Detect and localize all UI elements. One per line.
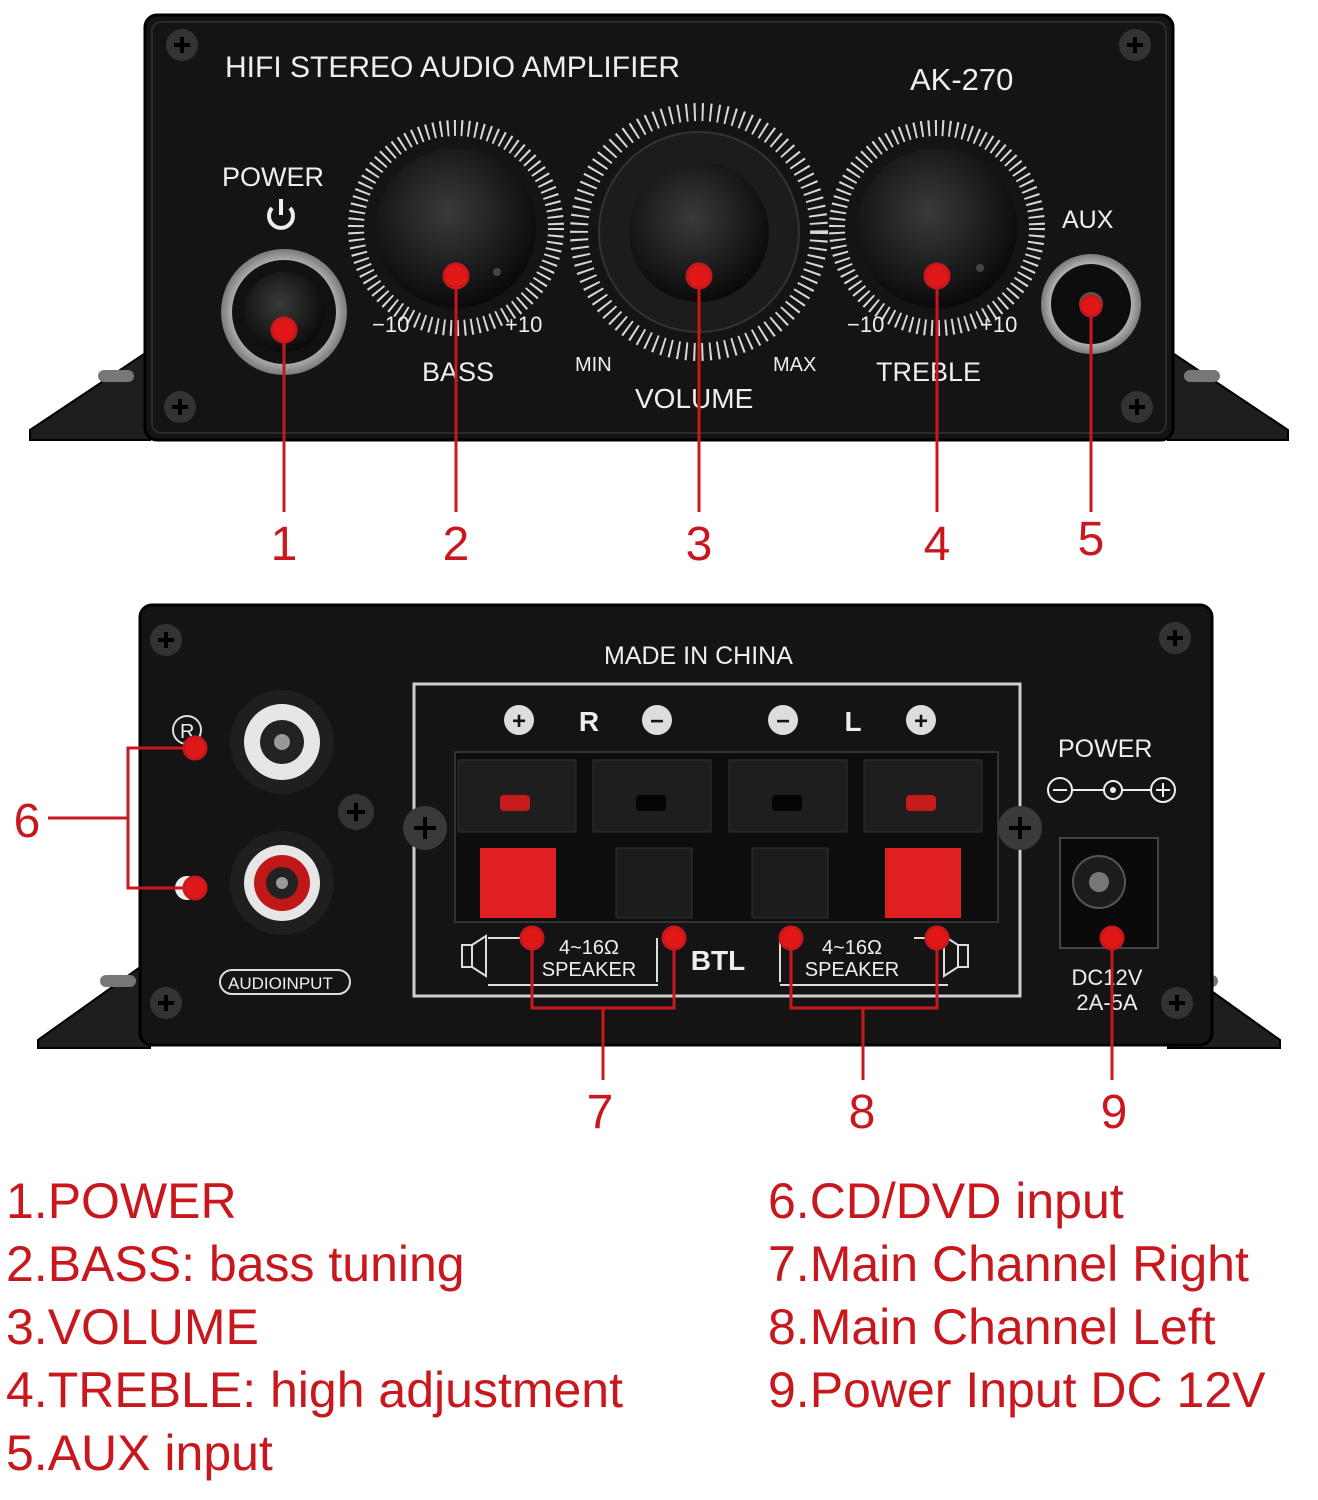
- legend: 1.POWER 2.BASS: bass tuning 3.VOLUME 4.T…: [0, 1170, 1318, 1500]
- screw-icon: [403, 806, 447, 850]
- dc-rating: DC12V: [1072, 965, 1143, 990]
- power-symbol-icon: [267, 199, 295, 230]
- current-rating: 2A-5A: [1076, 990, 1137, 1015]
- volume-min-label: MIN: [575, 354, 612, 376]
- legend-item-cd-dvd: 6.CD/DVD input: [768, 1173, 1124, 1229]
- callout-number-7: 7: [587, 1086, 614, 1139]
- audio-input-label: AUDIOINPUT: [228, 974, 333, 993]
- volume-max-label: MAX: [773, 354, 816, 376]
- callout-number-8: 8: [849, 1086, 876, 1139]
- treble-min-label: −10: [847, 312, 884, 337]
- rear-panel: MADE IN CHINA R AUDIOINPUT + R −: [37, 603, 1281, 1049]
- callout-number-2: 2: [443, 518, 470, 571]
- terminal-l-plus[interactable]: [863, 759, 983, 918]
- callout-lines: [48, 262, 1125, 1080]
- screw-icon: [1161, 987, 1193, 1019]
- rca-left-input[interactable]: [230, 831, 334, 935]
- bass-knob[interactable]: [348, 120, 564, 336]
- aux-label: AUX: [1062, 206, 1114, 234]
- callout-number-6: 6: [14, 795, 41, 848]
- speaker-spec-left: 4~16Ω: [822, 937, 882, 959]
- power-label: POWER: [222, 162, 324, 192]
- screw-icon: [998, 806, 1042, 850]
- speaker-spec-right: 4~16Ω: [559, 937, 619, 959]
- terminal-r-plus[interactable]: [457, 759, 577, 918]
- legend-item-power-input: 9.Power Input DC 12V: [768, 1362, 1266, 1418]
- dc-polarity-icon: [1047, 777, 1176, 803]
- terminal-label-l: L: [844, 706, 861, 737]
- speaker-icon: [461, 934, 487, 978]
- volume-knob[interactable]: [570, 103, 828, 361]
- legend-item-main-left: 8.Main Channel Left: [768, 1299, 1216, 1355]
- volume-label: VOLUME: [635, 383, 753, 414]
- callout-number-3: 3: [686, 518, 713, 571]
- terminal-label-r-plus: +: [512, 708, 526, 735]
- speaker-terminal-labels: + R − − L +: [504, 705, 936, 737]
- screw-icon: [338, 794, 374, 830]
- callout-number-4: 4: [924, 518, 951, 571]
- power-button[interactable]: [221, 249, 347, 375]
- screw-icon: [150, 624, 182, 656]
- terminal-label-l-minus: −: [776, 708, 790, 735]
- legend-item-treble: 4.TREBLE: high adjustment: [6, 1362, 623, 1418]
- treble-max-label: +10: [980, 312, 1017, 337]
- bass-min-label: −10: [372, 312, 409, 337]
- bass-max-label: +10: [505, 312, 542, 337]
- treble-label: TREBLE: [876, 357, 981, 387]
- speaker-word-right: SPEAKER: [542, 959, 636, 981]
- terminal-l-minus[interactable]: [728, 759, 848, 919]
- made-in-label: MADE IN CHINA: [604, 642, 793, 670]
- screw-icon: [150, 987, 182, 1019]
- legend-item-power: 1.POWER: [6, 1173, 237, 1229]
- callout-number-1: 1: [271, 518, 298, 571]
- amplifier-diagram: HIFI STEREO AUDIO AMPLIFIER AK-270 POWER…: [14, 13, 1289, 1139]
- rear-power-label: POWER: [1058, 735, 1152, 763]
- screw-icon: [1121, 391, 1153, 423]
- terminal-label-r: R: [579, 706, 599, 737]
- terminal-r-minus[interactable]: [592, 759, 712, 919]
- front-panel: HIFI STEREO AUDIO AMPLIFIER AK-270 POWER…: [29, 13, 1289, 442]
- screw-icon: [1119, 29, 1151, 61]
- screw-icon: [166, 29, 198, 61]
- bass-label: BASS: [422, 357, 494, 387]
- callout-numbers: 1 2 3 4 5 6 7 8 9: [14, 513, 1128, 1139]
- treble-knob[interactable]: [829, 120, 1045, 336]
- terminal-label-l-plus: +: [914, 708, 928, 735]
- legend-right-column: 6.CD/DVD input 7.Main Channel Right 8.Ma…: [768, 1170, 1266, 1422]
- screw-icon: [164, 391, 196, 423]
- rca-right-input[interactable]: [230, 690, 334, 794]
- screw-icon: [1159, 622, 1191, 654]
- legend-item-main-right: 7.Main Channel Right: [768, 1236, 1249, 1292]
- model-number: AK-270: [910, 62, 1013, 97]
- front-panel-title: HIFI STEREO AUDIO AMPLIFIER: [225, 51, 680, 84]
- legend-item-bass: 2.BASS: bass tuning: [6, 1236, 465, 1292]
- btl-label: BTL: [691, 945, 745, 976]
- terminal-label-r-minus: −: [650, 708, 664, 735]
- legend-item-volume: 3.VOLUME: [6, 1299, 259, 1355]
- legend-left-column: 1.POWER 2.BASS: bass tuning 3.VOLUME 4.T…: [6, 1170, 623, 1485]
- speaker-word-left: SPEAKER: [805, 959, 899, 981]
- callout-number-9: 9: [1101, 1086, 1128, 1139]
- callout-number-5: 5: [1078, 513, 1105, 566]
- legend-item-aux: 5.AUX input: [6, 1425, 273, 1481]
